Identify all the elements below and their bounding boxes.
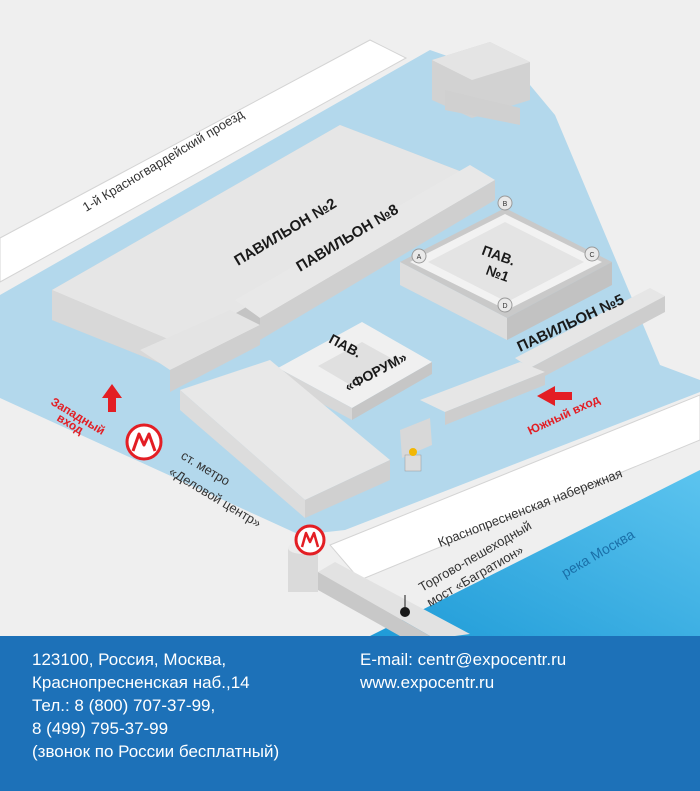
address-line: 123100, Россия, Москва, [32, 650, 227, 669]
road-krasnogvardeysky [0, 39, 408, 283]
pavilion-forum-building [278, 322, 432, 420]
metro-icon [125, 423, 163, 461]
email-link[interactable]: E-mail: centr@expocentr.ru [360, 650, 567, 669]
west-entrance-arrow [102, 384, 122, 412]
address-block: 123100, Россия, Москва, Краснопресненска… [32, 648, 279, 763]
corner-b-label: B [503, 201, 508, 208]
pavilion-5-building [515, 288, 665, 384]
river [370, 470, 700, 636]
expocentre-territory [0, 50, 700, 535]
phone-line-2: 8 (499) 795-37-99 [32, 719, 169, 738]
phone-note: (звонок по России бесплатный) [32, 742, 280, 761]
south-buildings [400, 362, 545, 458]
metro-bridge-icon [294, 524, 326, 556]
pavilion-1-building [400, 208, 612, 340]
website-link[interactable]: www.expocentr.ru [360, 673, 495, 692]
corner-d-label: D [502, 303, 507, 310]
corner-c-label: C [589, 252, 594, 259]
pavilion-1-label-line2: №1 [484, 262, 512, 285]
contact-footer: 123100, Россия, Москва, Краснопресненска… [0, 636, 700, 791]
pavilion-1-corner-markers: A B C D [411, 195, 600, 313]
south-entrance-arrow [537, 386, 572, 406]
north-buildings [432, 42, 530, 125]
exhibition-map: A B C D [0, 39, 700, 636]
west-buildings [140, 310, 390, 518]
road-naberezhnaya [329, 394, 700, 581]
bagration-bridge [288, 542, 470, 636]
church-icon [404, 448, 422, 472]
contacts-block: E-mail: centr@expocentr.ru www.expocentr… [360, 648, 566, 694]
corner-a-label: A [417, 254, 422, 261]
address-street: Краснопресненская наб.,14 [32, 673, 250, 692]
pavilion-8-building [235, 165, 495, 340]
phone-line: Тел.: 8 (800) 707-37-99, [32, 696, 216, 715]
